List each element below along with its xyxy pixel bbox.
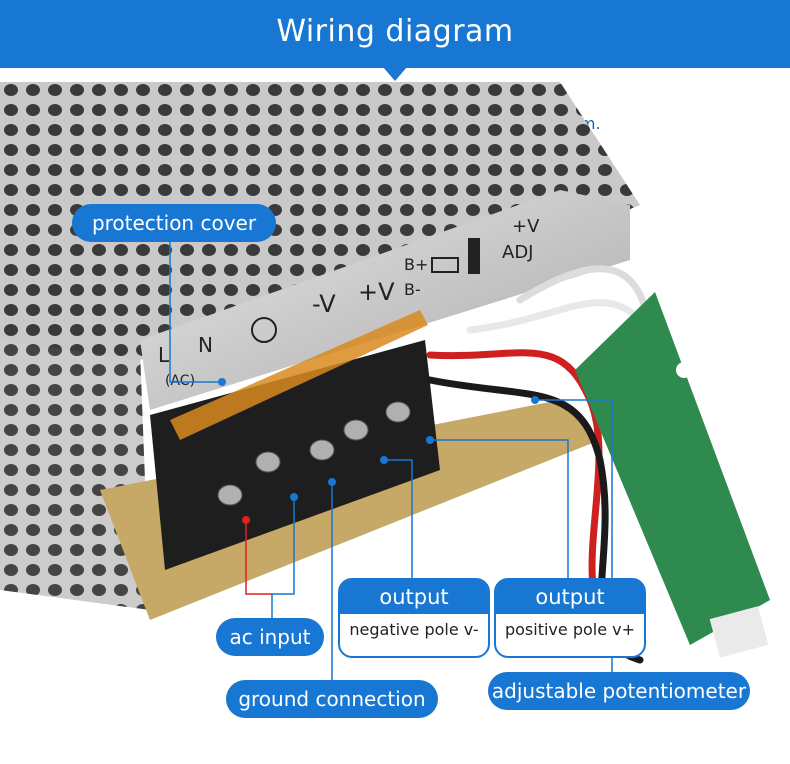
marking-ac: (AC) xyxy=(165,373,195,389)
dot-negative xyxy=(380,456,388,464)
leader-negative xyxy=(384,459,413,578)
output-negative-title: output xyxy=(340,580,488,614)
marking-n: N xyxy=(198,333,213,357)
board-hole-2 xyxy=(748,522,764,538)
protection-cover-strip xyxy=(170,310,428,440)
wire-white-1 xyxy=(466,299,644,334)
connector-symbol xyxy=(431,257,459,273)
marking-plus-v: +V xyxy=(358,278,395,306)
screw-3 xyxy=(309,439,335,461)
marking-adj: ADJ xyxy=(502,242,533,263)
screw-5 xyxy=(385,401,411,423)
ground-symbol xyxy=(251,317,277,343)
screw-2 xyxy=(255,451,281,473)
connector-plug xyxy=(709,606,769,658)
box-output-positive: output positive pole v+ xyxy=(494,578,646,658)
leader-positive xyxy=(430,439,569,578)
label-ground-connection: ground connection xyxy=(226,680,438,718)
dot-ac-input-2 xyxy=(290,493,298,501)
power-supply-illustration: L N (AC) -V +V B+ B- +V ADJ xyxy=(0,82,770,680)
leader-ac-input-2 xyxy=(271,497,295,618)
base-pcb xyxy=(100,400,600,620)
dot-ac-input xyxy=(242,516,250,524)
output-positive-desc: positive pole v+ xyxy=(504,620,636,639)
dot-potentiometer xyxy=(531,396,539,404)
label-ac-input: ac input xyxy=(216,618,324,656)
casing-side xyxy=(0,330,150,610)
marking-l: L xyxy=(158,343,170,367)
dot-ground xyxy=(328,478,336,486)
front-plate xyxy=(140,190,630,410)
box-output-negative: output negative pole v- xyxy=(338,578,490,658)
label-protection-cover: protection cover xyxy=(72,204,276,242)
casing-top xyxy=(0,82,640,360)
label-adjustable-potentiometer: adjustable potentiometer xyxy=(488,672,750,710)
potentiometer-board xyxy=(575,292,770,645)
page-title: Wiring diagram xyxy=(276,14,514,49)
marking-b-plus: B+ xyxy=(404,255,428,274)
plate-markings: L N (AC) -V +V B+ B- +V ADJ xyxy=(158,216,540,389)
title-banner xyxy=(0,0,790,68)
dot-positive xyxy=(426,436,434,444)
terminal-screws xyxy=(217,401,411,506)
marking-b-minus: B- xyxy=(404,280,421,299)
leader-ac-input xyxy=(245,520,272,595)
board-hole-1 xyxy=(676,362,692,378)
screw-4 xyxy=(343,419,369,441)
leader-protection-cover xyxy=(169,240,222,383)
marking-minus-v: -V xyxy=(312,290,336,318)
banner-pointer xyxy=(383,67,407,81)
switch-symbol xyxy=(468,238,480,274)
output-positive-title: output xyxy=(496,580,644,614)
screw-1 xyxy=(217,484,243,506)
marking-plus-v-top: +V xyxy=(512,216,540,237)
dot-protection-cover xyxy=(218,378,226,386)
output-negative-desc: negative pole v- xyxy=(349,620,479,639)
